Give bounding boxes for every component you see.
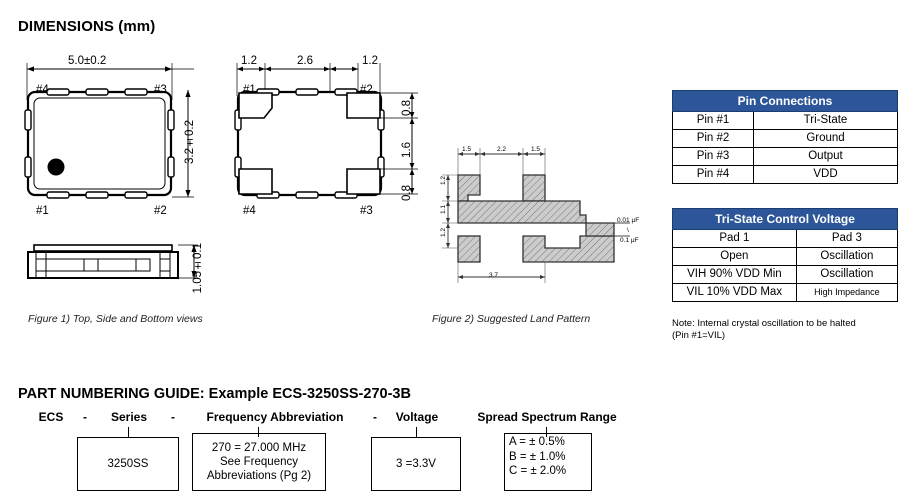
bottom-view-dim-left: 1.2 (241, 55, 257, 67)
top-view-drawing (22, 52, 222, 222)
table-header-row: Pad 1 Pad 3 (672, 229, 899, 248)
top-view-pin-2-label: #2 (154, 205, 167, 217)
land-pattern-drawing (434, 143, 654, 288)
pad1-cell: VIL 10% VDD Max (672, 283, 797, 302)
box-voltage: 3 =3.3V (371, 437, 461, 491)
bottom-view-pin-1-label: #1 (243, 84, 256, 96)
pad3-cell: High Impedance (795, 283, 899, 302)
function-cell: Output (753, 147, 898, 166)
segment-dash-3: - (373, 410, 377, 424)
box-spread-line-1: A = ± 0.5% (509, 436, 565, 448)
figure-1-caption: Figure 1) Top, Side and Bottom views (28, 313, 203, 325)
tristate-header: Tri-State Control Voltage (672, 208, 898, 230)
box-frequency-line-1: 270 = 27.000 MHz (211, 442, 307, 454)
pin-connections-header: Pin Connections (672, 90, 898, 112)
function-cell: Ground (753, 129, 898, 148)
top-view-height-dim: 3.2±0.2 (184, 120, 196, 164)
segment-dash-2: - (171, 410, 175, 424)
function-cell: Tri-State (753, 111, 898, 130)
land-dim-left-mid: 1.1 (440, 205, 447, 215)
tristate-control-voltage-table: Tri-State Control Voltage Pad 1 Pad 3 Op… (672, 208, 899, 302)
segment-label-series: Series (110, 410, 148, 424)
box-series-text: 3250SS (107, 458, 149, 470)
box-frequency-line-2: See Frequency (220, 456, 298, 468)
pin-cell: Pin #3 (672, 147, 754, 166)
top-view-pin-3-label: #3 (154, 84, 167, 96)
table-row: Pin #3 Output (672, 147, 898, 166)
pad1-column-header: Pad 1 (672, 229, 797, 248)
tristate-note: Note: Internal crystal oscillation to be… (672, 318, 902, 342)
pad3-column-header: Pad 3 (795, 229, 899, 248)
pin-connections-table: Pin Connections Pin #1 Tri-State Pin #2 … (672, 90, 898, 184)
bottom-view-pin-2-label: #2 (360, 84, 373, 96)
land-dim-top-left: 1.5 (462, 146, 472, 153)
pad3-cell: Oscillation (795, 247, 899, 266)
part-numbering-title: PART NUMBERING GUIDE: Example ECS-3250SS… (18, 386, 411, 402)
table-row: Pin #1 Tri-State (672, 111, 898, 130)
table-row: VIL 10% VDD Max High Impedance (672, 283, 899, 302)
pad1-cell: Open (672, 247, 797, 266)
function-cell: VDD (753, 165, 898, 184)
land-dim-bottom: 3.7 (489, 272, 499, 279)
top-view-width-dim: 5.0±0.2 (68, 55, 107, 67)
side-view-thickness-dim: 1.05±0.1 (192, 243, 204, 294)
segment-label-frequency: Frequency Abbreviation (206, 410, 344, 424)
box-spread-line-2: B = ± 1.0% (509, 450, 566, 463)
page-title: DIMENSIONS (mm) (18, 18, 156, 35)
land-cap-separator: \ (627, 227, 629, 234)
table-row: Pin #4 VDD (672, 165, 898, 184)
tristate-note-line-2: (Pin #1=VIL) (672, 330, 726, 341)
connector-tick-voltage (416, 427, 418, 437)
bottom-view-drawing (232, 52, 442, 222)
pin-cell: Pin #2 (672, 129, 754, 148)
figure-2-caption: Figure 2) Suggested Land Pattern (432, 313, 591, 325)
box-voltage-text: 3 =3.3V (396, 458, 436, 470)
box-frequency-line-3: Abbreviations (Pg 2) (206, 470, 312, 482)
bottom-view-pin-4-label: #4 (243, 205, 256, 217)
box-spread-spectrum: A = ± 0.5% B = ± 1.0% C = ± 2.0% (504, 433, 592, 491)
bottom-view-dim-v-mid: 1.6 (401, 142, 413, 158)
box-spread-line-3: C = ± 2.0% (509, 465, 567, 477)
top-view-pin-4-label: #4 (36, 84, 49, 96)
bottom-view-dim-v-bot: 0.8 (401, 185, 413, 201)
land-dim-top-right: 1.5 (531, 146, 541, 153)
land-cap-top-label: 0.01 μF (617, 217, 640, 224)
top-view-pin-1-label: #1 (36, 205, 49, 217)
table-row: Pin #2 Ground (672, 129, 898, 148)
table-row: VIH 90% VDD Min Oscillation (672, 265, 899, 284)
land-dim-left-top: 1.2 (440, 176, 447, 186)
bottom-view-dim-mid: 2.6 (297, 55, 313, 67)
table-row: Open Oscillation (672, 247, 899, 266)
segment-label-voltage: Voltage (395, 410, 439, 424)
segment-label-ecs: ECS (38, 410, 64, 424)
bottom-view-dim-v-top: 0.8 (401, 100, 413, 116)
segment-label-spread-spectrum: Spread Spectrum Range (477, 410, 617, 424)
segment-dash-1: - (83, 410, 87, 424)
pad3-cell: Oscillation (795, 265, 899, 284)
bottom-view-dim-right: 1.2 (362, 55, 378, 67)
land-dim-top-mid: 2.2 (497, 146, 507, 153)
bottom-view-pin-3-label: #3 (360, 205, 373, 217)
connector-tick-frequency (258, 427, 260, 437)
pin-cell: Pin #4 (672, 165, 754, 184)
pin-cell: Pin #1 (672, 111, 754, 130)
connector-tick-series (128, 427, 130, 437)
land-cap-bottom-label: 0.1 μF (620, 237, 639, 244)
land-dim-left-bot: 1.2 (440, 228, 447, 238)
connector-tick-spread (546, 427, 548, 437)
pad1-cell: VIH 90% VDD Min (672, 265, 797, 284)
side-view-drawing (22, 240, 222, 295)
box-series: 3250SS (77, 437, 179, 491)
box-frequency: 270 = 27.000 MHz See Frequency Abbreviat… (192, 433, 326, 491)
tristate-note-line-1: Note: Internal crystal oscillation to be… (672, 318, 856, 329)
